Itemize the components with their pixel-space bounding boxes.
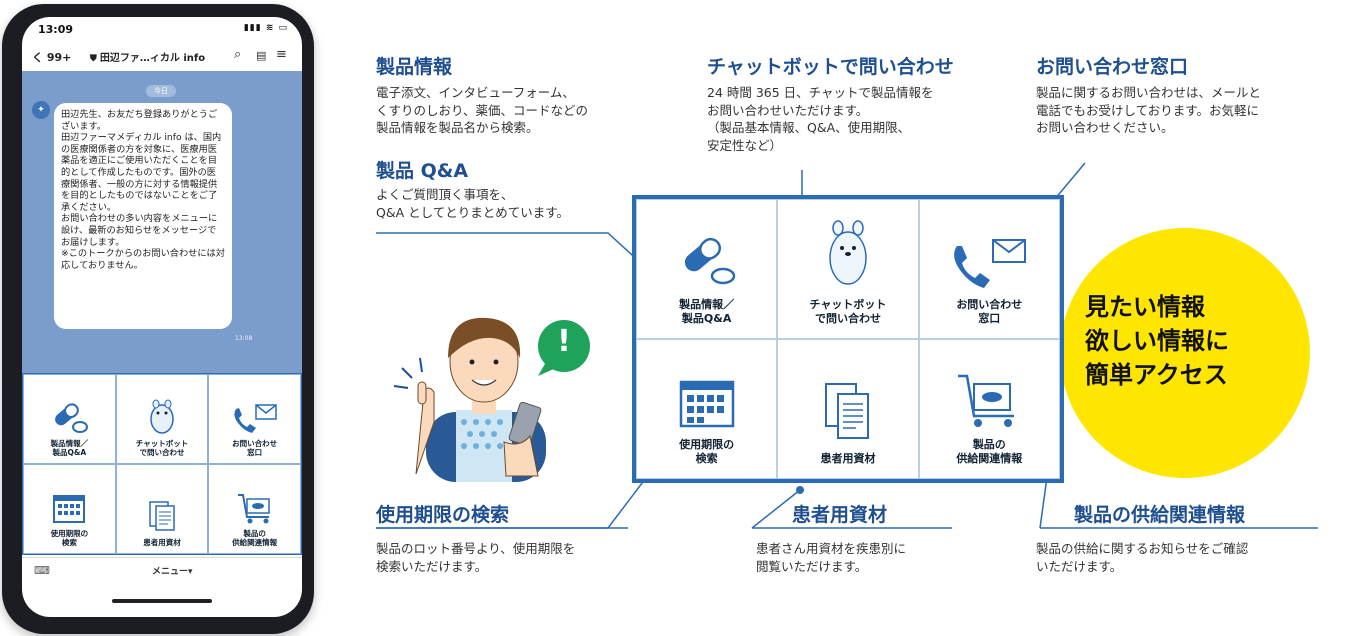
person-illustration — [393, 317, 546, 482]
callout-product-info-title: 製品情報 — [376, 56, 453, 78]
note-icon[interactable]: ▤ — [256, 49, 267, 62]
callout-expiry-text: 製品のロット番号より、使用期限を 検索いただけます。 — [376, 541, 576, 574]
keyboard-icon[interactable]: ⌨ — [34, 564, 50, 577]
phone-mail-icon — [234, 404, 277, 433]
cart-icon — [237, 494, 270, 524]
menu-panel: 製品情報／ 製品Q&A チャットボット で問い合わせ お問い合わせ 窓口 使用期… — [632, 195, 1064, 483]
line-product-qa — [376, 232, 656, 277]
panel-item-label: お問い合わせ 窓口 — [956, 298, 1023, 325]
exclamation-bubble-icon — [538, 320, 590, 376]
panel-item-chatbot[interactable]: チャットボット で問い合わせ — [777, 199, 919, 339]
callout-product-qa-text: よくご質問頂く事項を、 Q&A としてとりまとめています。 — [376, 187, 569, 220]
status-time: 13:09 — [38, 23, 74, 36]
bottom-bar: ⌨ メニュー▾ — [22, 557, 302, 584]
chat-header: く 99+ ⛊ 田辺ファ…ィカル info ⌕ ▤ ≡ — [22, 41, 302, 71]
phone-mail-icon — [954, 239, 1027, 288]
callout-product-qa-title: 製品 Q&A — [376, 160, 469, 182]
menu-item-label: チャットボット で問い合わせ — [135, 439, 189, 457]
pill-icon — [684, 237, 735, 285]
highlight-circle — [1060, 228, 1310, 478]
menu-item-label: 患者用資材 — [143, 538, 181, 547]
menu-item-label: 製品の 供給関連情報 — [232, 529, 278, 547]
pill-icon — [55, 403, 89, 433]
panel-item-supply-info[interactable]: 製品の 供給関連情報 — [918, 339, 1060, 479]
exclamation-mark: ! — [557, 324, 571, 359]
catchphrase: 見たい情報 欲しい情報に 簡単アクセス — [1085, 293, 1229, 389]
message-bubble: 田辺先生、お友だち登録ありがとうございます。 田辺ファーマメディカル info … — [54, 103, 232, 329]
documents-icon — [149, 501, 175, 531]
menu-item-label: お問い合わせ 窓口 — [232, 439, 278, 457]
callout-patient-text: 患者さん用資材を疾患別に 閲覧いただけます。 — [756, 541, 907, 574]
line-patient — [751, 489, 801, 529]
phone-frame: 13:09 ▮▮▮ ≋ ▭ く 99+ ⛊ 田辺ファ…ィカル info ⌕ ▤ … — [2, 4, 314, 634]
status-bar: 13:09 ▮▮▮ ≋ ▭ — [22, 17, 302, 39]
mascot-icon — [150, 399, 174, 434]
date-chip: 今日 — [146, 85, 176, 97]
panel-item-product-info[interactable]: 製品情報／ 製品Q&A — [636, 199, 778, 339]
menu-item-patient-materials[interactable]: 患者用資材 — [115, 464, 209, 554]
message-time: 13:08 — [235, 335, 253, 342]
callout-supply-title: 製品の供給関連情報 — [1074, 504, 1246, 526]
phone-screen: 13:09 ▮▮▮ ≋ ▭ く 99+ ⛊ 田辺ファ…ィカル info ⌕ ▤ … — [22, 17, 302, 617]
callout-contact-title: お問い合わせ窓口 — [1036, 56, 1189, 78]
avatar[interactable]: ✦ — [32, 101, 50, 119]
panel-item-contact[interactable]: お問い合わせ 窓口 — [918, 199, 1060, 339]
menu-item-supply-info[interactable]: 製品の 供給関連情報 — [208, 464, 301, 554]
menu-icon[interactable]: ≡ — [276, 47, 287, 62]
status-icons: ▮▮▮ ≋ ▭ — [243, 23, 288, 33]
panel-item-label: チャットボット で問い合わせ — [809, 298, 887, 325]
panel-item-patient-materials[interactable]: 患者用資材 — [777, 339, 919, 479]
back-button[interactable]: く 99+ — [32, 51, 72, 64]
callout-chatbot-text: 24 時間 365 日、チャットで製品情報を お問い合わせいただけます。 （製品… — [707, 85, 934, 153]
shield-icon: ⛊ — [90, 54, 100, 64]
menu-toggle-button[interactable]: メニュー▾ — [152, 567, 193, 577]
callout-supply-text: 製品の供給に関するお知らせをご確認 いただけます。 — [1036, 541, 1249, 574]
rich-menu: 製品情報／ 製品Q&A チャットボット で問い合わせ お問い合わせ 窓口 使用期… — [22, 373, 302, 555]
search-icon[interactable]: ⌕ — [234, 47, 242, 62]
panel-item-label: 患者用資材 — [820, 452, 876, 465]
panel-item-label: 製品情報／ 製品Q&A — [679, 298, 735, 325]
panel-item-label: 製品の 供給関連情報 — [956, 438, 1023, 465]
menu-item-product-info[interactable]: 製品情報／ 製品Q&A — [23, 374, 116, 464]
chat-area[interactable]: 今日 ✦ 田辺先生、お友だち登録ありがとうございます。 田辺ファーマメディカル … — [22, 71, 302, 373]
menu-item-chatbot[interactable]: チャットボット で問い合わせ — [115, 374, 209, 464]
callout-expiry-title: 使用期限の検索 — [376, 504, 510, 526]
callout-contact-text: 製品に関するお問い合わせは、メールと 電話でもお受けしております。お気軽に お問… — [1036, 85, 1262, 135]
menu-item-label: 製品情報／ 製品Q&A — [50, 439, 89, 457]
menu-item-label: 使用期限の 検索 — [50, 529, 89, 547]
callout-patient-title: 患者用資材 — [792, 504, 888, 526]
calendar-icon — [53, 495, 86, 523]
panel-item-label: 使用期限の 検索 — [679, 438, 735, 465]
menu-item-expiry[interactable]: 使用期限の 検索 — [23, 464, 116, 554]
menu-item-contact[interactable]: お問い合わせ 窓口 — [208, 374, 301, 464]
chat-title: ⛊ 田辺ファ…ィカル info — [90, 53, 206, 64]
mascot-icon — [829, 220, 867, 285]
callout-product-info-text: 電子添文、インタビューフォーム、 くすりのしおり、薬価、コードなどの 製品情報を… — [376, 85, 589, 135]
home-indicator — [112, 599, 212, 603]
callout-chatbot-title: チャットボットで問い合わせ — [707, 56, 954, 78]
documents-icon — [824, 383, 869, 439]
panel-item-expiry[interactable]: 使用期限の 検索 — [636, 339, 778, 479]
calendar-icon — [679, 380, 734, 428]
cart-icon — [958, 374, 1015, 427]
